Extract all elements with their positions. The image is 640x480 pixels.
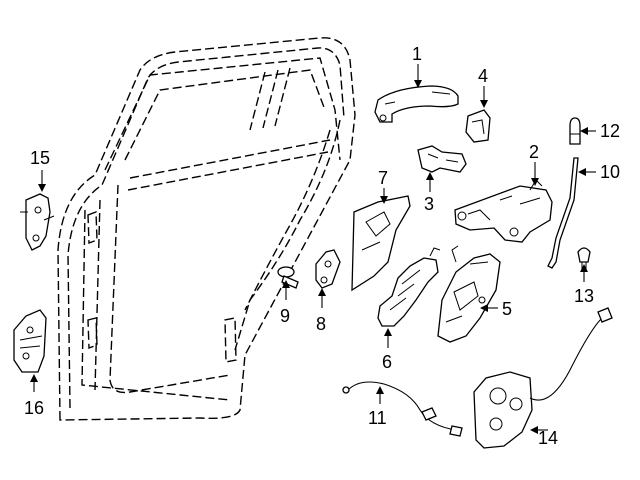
part-2-handle-frame: [454, 179, 553, 243]
part-9-screw: [277, 266, 299, 289]
part-4-handle-cap: [465, 109, 491, 143]
part-8-bracket: [315, 249, 341, 289]
callout-9: 9: [280, 306, 290, 326]
callout-1: 1: [412, 44, 422, 64]
part-5-door-latch: [437, 245, 501, 343]
part-6-inside-handle: [377, 247, 441, 327]
callout-14: 14: [538, 428, 558, 448]
part-7-trim-panel: [351, 195, 411, 292]
callout-11: 11: [368, 408, 387, 428]
part-1-outside-handle: [374, 85, 459, 123]
callout-3: 3: [424, 194, 434, 214]
callout-10: 10: [600, 162, 620, 182]
callout-12: 12: [600, 121, 620, 141]
callout-13: 13: [574, 286, 594, 306]
part-15-upper-hinge: [20, 193, 55, 251]
callout-5: 5: [502, 299, 512, 319]
callout-7: 7: [378, 168, 388, 188]
part-10-lock-rod: [547, 157, 579, 269]
part-12-bushing: [569, 117, 581, 145]
part-11-cable: [342, 381, 463, 437]
callout-15: 15: [30, 148, 50, 168]
callout-4: 4: [478, 66, 488, 86]
callout-labels: 1 2 3 4 5 6 7 8 9 10 11 12 13 14 15 16: [24, 44, 620, 448]
callout-16: 16: [24, 398, 44, 418]
callout-2: 2: [529, 142, 539, 162]
part-16-lower-hinge: [13, 309, 47, 373]
callout-8: 8: [316, 314, 326, 334]
leader-lines: [30, 64, 596, 434]
door-shell: [57, 37, 356, 421]
part-14-lock-actuator: [473, 307, 613, 449]
callout-6: 6: [382, 352, 392, 372]
part-3-handle-bracket: [417, 145, 467, 173]
